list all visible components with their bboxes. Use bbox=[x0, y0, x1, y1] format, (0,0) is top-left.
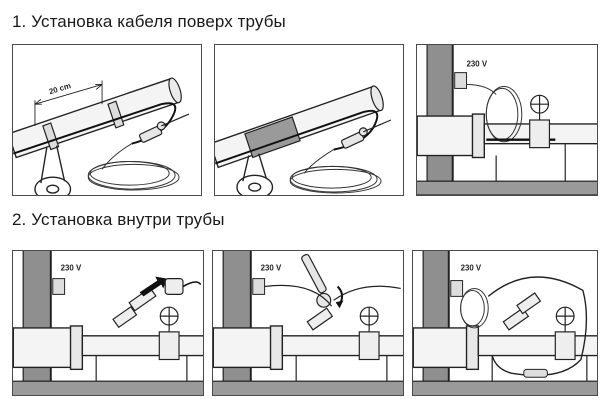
tape-roll-icon bbox=[236, 153, 274, 195]
pipe-support bbox=[295, 355, 388, 382]
wall-socket-icon bbox=[450, 280, 464, 297]
tape-roll-icon bbox=[34, 145, 72, 195]
cable-coil bbox=[289, 149, 382, 194]
diagram-over-pipe-step-1: 20 cm bbox=[13, 77, 190, 195]
heating-cable bbox=[264, 284, 401, 307]
wall-socket-icon bbox=[252, 278, 266, 295]
floor bbox=[213, 380, 403, 395]
plug-icon bbox=[340, 119, 392, 149]
tee-fitting bbox=[112, 287, 157, 329]
pipe-support bbox=[495, 143, 566, 182]
floor bbox=[417, 180, 597, 195]
cable-sleeve bbox=[523, 368, 548, 378]
spacing-dimension bbox=[34, 80, 103, 126]
tee-fitting bbox=[502, 292, 542, 331]
diagram-inside-pipe-step-3: 230 V bbox=[413, 251, 597, 395]
panel-over-pipe-step-1: 20 cm bbox=[12, 44, 202, 196]
panel-inside-pipe-step-3: 230 V bbox=[412, 250, 598, 396]
floor bbox=[13, 380, 203, 395]
heating-cable bbox=[487, 276, 588, 377]
voltage-label: 230 V bbox=[61, 264, 82, 273]
diagram-over-pipe-step-3: 230 V bbox=[417, 45, 597, 195]
end-cap bbox=[164, 278, 184, 295]
heating-cable bbox=[182, 281, 202, 288]
wall-socket-icon bbox=[52, 278, 66, 295]
voltage-label: 230 V bbox=[461, 264, 482, 273]
wall bbox=[426, 45, 454, 182]
panel-inside-pipe-step-2: 230 V bbox=[212, 250, 404, 396]
wrench-icon bbox=[301, 253, 332, 308]
valve-icon bbox=[358, 306, 380, 361]
insert-arrow-icon bbox=[139, 276, 168, 297]
plug-icon bbox=[138, 113, 190, 143]
panel-over-pipe-step-3: 230 V bbox=[416, 44, 598, 196]
valve-icon bbox=[554, 306, 576, 361]
section-title-inside: 2. Установка внутри трубы bbox=[12, 210, 225, 229]
voltage-label: 230 V bbox=[467, 60, 488, 69]
diagram-inside-pipe-step-1: 230 V bbox=[13, 251, 203, 395]
pipe bbox=[417, 113, 597, 159]
tee-fitting bbox=[306, 307, 334, 331]
cable-coil bbox=[460, 287, 489, 329]
panel-inside-pipe-step-1: 230 V bbox=[12, 250, 204, 396]
valve-icon bbox=[529, 94, 551, 149]
section-title-outside: 1. Установка кабеля поверх трубы bbox=[12, 12, 286, 31]
valve-icon bbox=[158, 306, 180, 361]
cable-coil bbox=[87, 143, 180, 191]
panel-over-pipe-step-2 bbox=[214, 44, 404, 196]
pipe-support bbox=[491, 355, 588, 382]
pipe-support bbox=[95, 355, 188, 382]
diagram-over-pipe-step-2 bbox=[215, 85, 392, 195]
wall-socket-icon bbox=[454, 72, 468, 89]
voltage-label: 230 V bbox=[261, 264, 282, 273]
floor bbox=[413, 380, 597, 395]
diagram-inside-pipe-step-2: 230 V bbox=[213, 251, 403, 395]
